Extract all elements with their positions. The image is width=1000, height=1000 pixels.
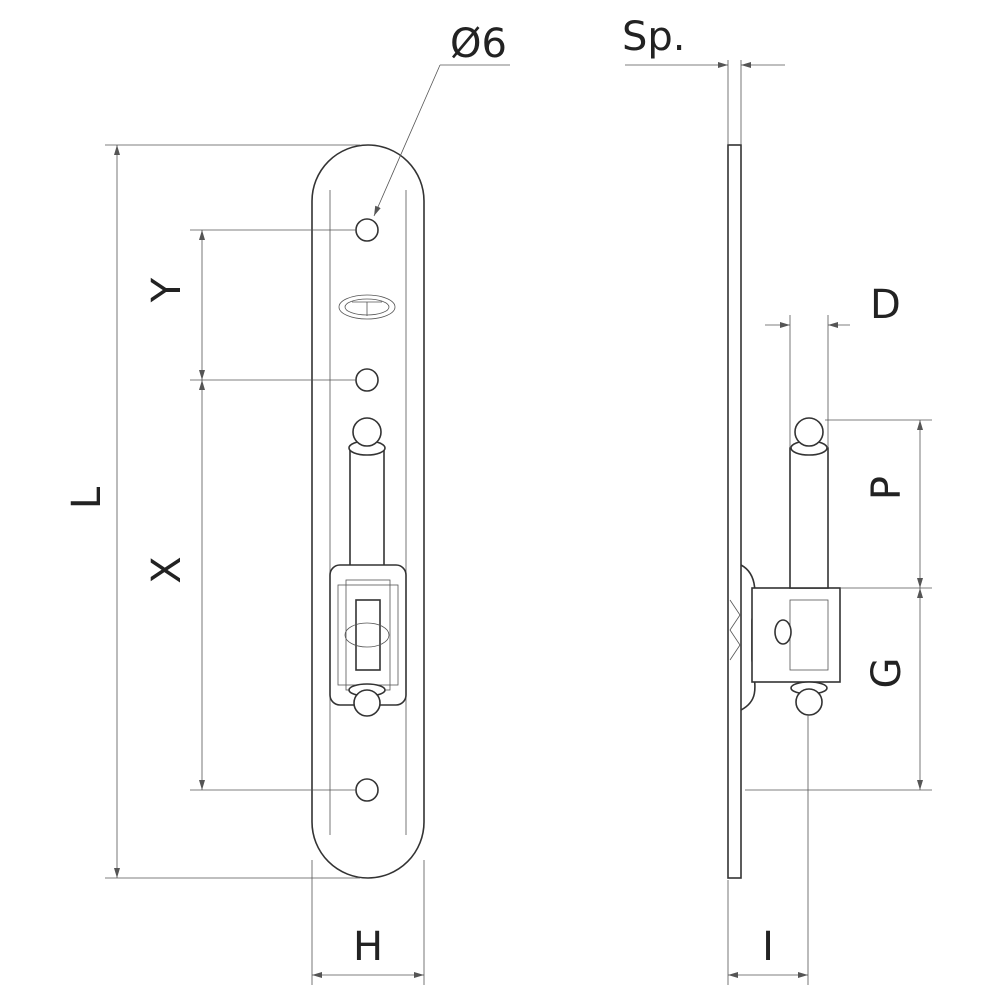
mounting-hole bbox=[355, 778, 379, 802]
label-pin-diameter: D bbox=[870, 282, 901, 328]
front-view bbox=[311, 144, 425, 879]
mounting-hole bbox=[355, 368, 379, 392]
plate-outline bbox=[311, 144, 425, 879]
label-length: L bbox=[64, 486, 110, 509]
label-y: Y bbox=[144, 277, 190, 303]
front-dimensions bbox=[105, 64, 510, 985]
label-hole-diameter: Ø6 bbox=[450, 21, 507, 67]
label-p: P bbox=[864, 476, 910, 500]
side-pin bbox=[789, 447, 829, 589]
mounting-hole bbox=[355, 218, 379, 242]
plate-side bbox=[727, 144, 742, 879]
logo-icon bbox=[338, 294, 396, 320]
label-i: I bbox=[762, 924, 774, 970]
label-width: H bbox=[353, 924, 383, 970]
pin bbox=[348, 417, 386, 574]
hinge-block bbox=[751, 587, 841, 683]
side-view bbox=[727, 144, 841, 879]
side-dimensions bbox=[625, 60, 932, 985]
label-g: G bbox=[864, 658, 910, 689]
bracket bbox=[329, 564, 407, 717]
label-x: X bbox=[144, 556, 190, 583]
label-thickness: Sp. bbox=[622, 14, 686, 60]
